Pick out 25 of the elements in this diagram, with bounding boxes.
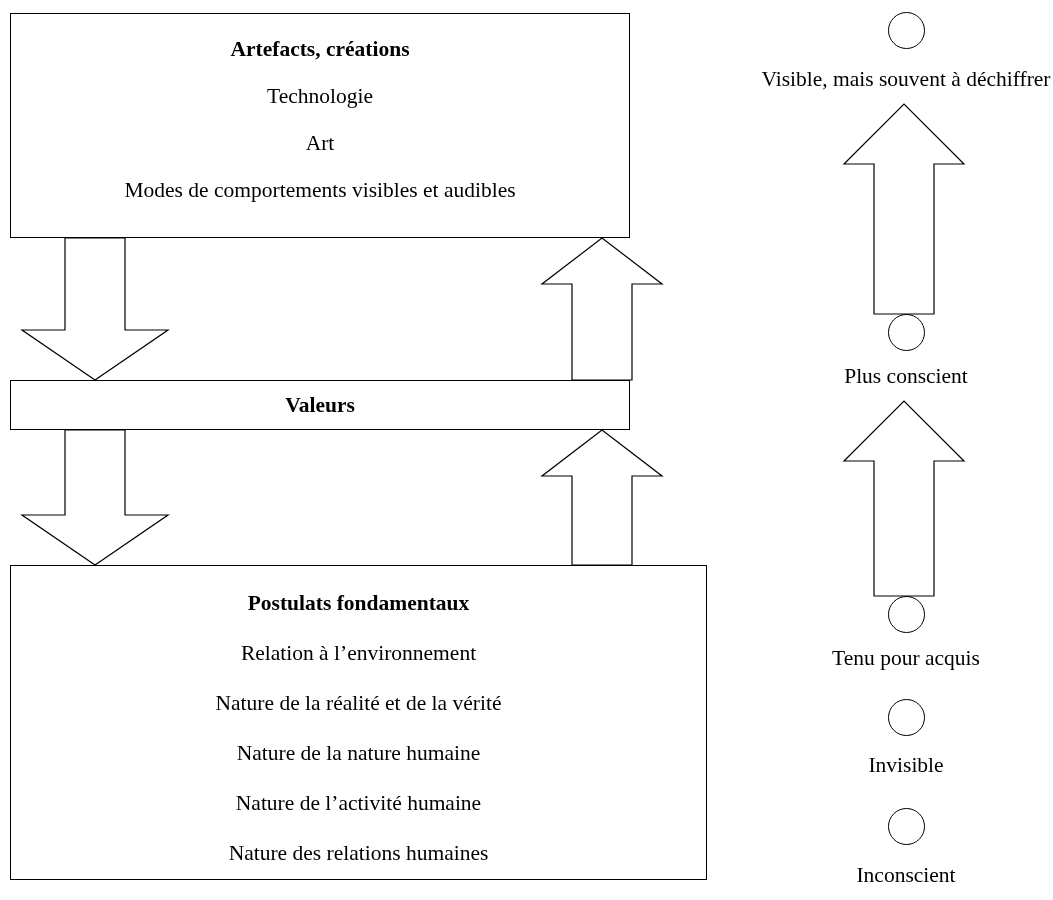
box-item: Technologie (267, 83, 373, 110)
box-item: Modes de comportements visibles et audibles (124, 177, 516, 204)
block-arrow (540, 429, 664, 566)
box-heading: Valeurs (285, 392, 355, 419)
box-item: Nature de l’activité humaine (235, 790, 482, 817)
block-arrow (842, 103, 966, 315)
block-arrow (20, 237, 170, 381)
block-arrow (540, 237, 664, 381)
layer-box (10, 380, 630, 430)
level-label: Invisible (868, 752, 944, 779)
layer-box (10, 565, 707, 880)
box-heading: Postulats fondamentaux (247, 590, 470, 617)
block-arrow (842, 400, 966, 597)
level-label: Visible, mais souvent à déchiffrer (761, 66, 1051, 93)
box-item: Nature de la nature humaine (236, 740, 481, 767)
level-label: Plus conscient (844, 363, 968, 390)
level-label: Inconscient (856, 862, 956, 889)
block-arrow (20, 429, 170, 566)
level-label: Tenu pour acquis (832, 645, 980, 672)
layer-box (10, 13, 630, 238)
box-item: Art (305, 130, 335, 157)
box-heading: Artefacts, créations (230, 36, 410, 63)
box-item: Relation à l’environnement (240, 640, 477, 667)
box-item: Nature des relations humaines (228, 840, 489, 867)
box-item: Nature de la réalité et de la vérité (215, 690, 502, 717)
